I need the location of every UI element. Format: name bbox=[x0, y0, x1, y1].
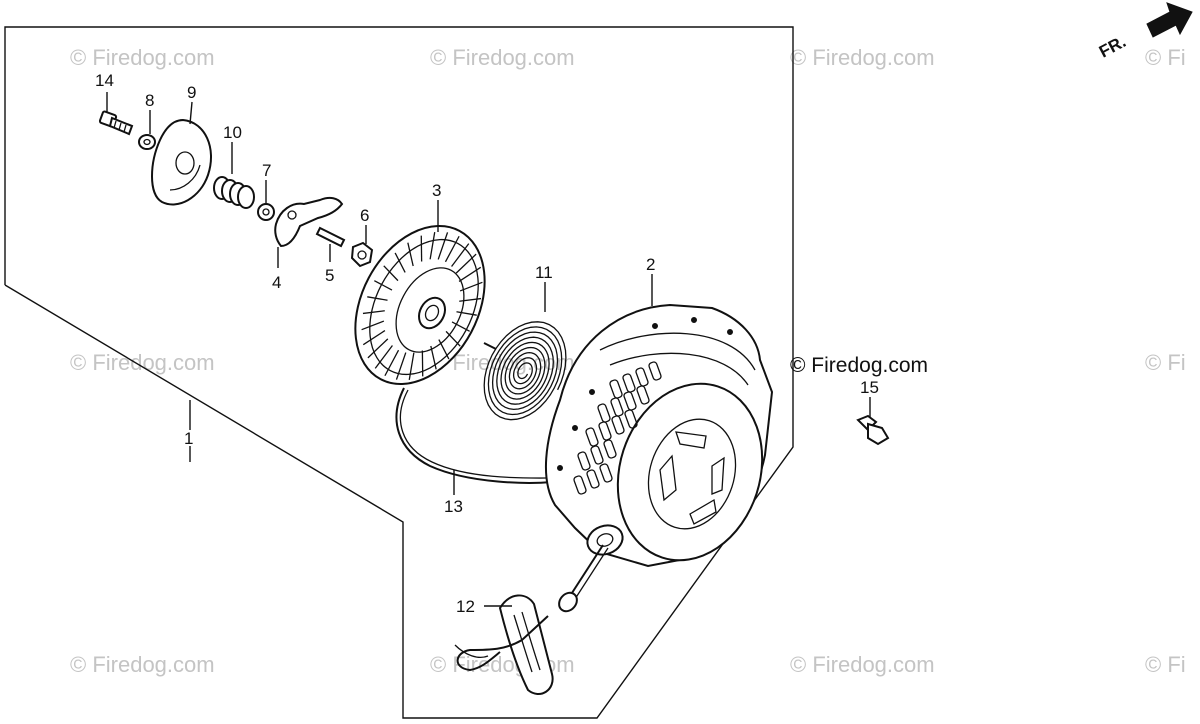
reel-fin bbox=[458, 266, 482, 282]
callout-2: 2 bbox=[646, 255, 655, 274]
callout-15: 15 bbox=[860, 378, 879, 397]
housing-slot bbox=[610, 397, 624, 417]
reel-part bbox=[354, 224, 486, 386]
reel-fin bbox=[429, 232, 436, 260]
reel-fin bbox=[362, 310, 385, 315]
housing-slot bbox=[586, 469, 600, 489]
reel-fin bbox=[459, 281, 483, 292]
watermark: © Firedog.com bbox=[70, 45, 215, 70]
reel-fin bbox=[367, 338, 389, 359]
callout-6: 6 bbox=[360, 206, 369, 225]
reel-fin bbox=[408, 352, 415, 380]
front-label: FR. bbox=[1096, 32, 1129, 62]
watermark: © Firedog.com bbox=[430, 652, 575, 677]
reel-fin bbox=[459, 297, 482, 302]
watermark: © Firedog.com bbox=[70, 652, 215, 677]
reel-fin bbox=[456, 311, 477, 316]
housing-slot bbox=[603, 439, 617, 459]
spring-part bbox=[213, 176, 255, 209]
reel-fin bbox=[451, 321, 470, 332]
reel-fin bbox=[438, 339, 450, 360]
reel-fin bbox=[361, 320, 385, 331]
housing-slot bbox=[597, 403, 611, 423]
guide-plate-part bbox=[151, 118, 213, 206]
bolt-part bbox=[856, 414, 890, 446]
ratchet-pawl-part bbox=[274, 196, 344, 248]
assembly-outline bbox=[4, 26, 794, 719]
copyright-label: © Firedog.com bbox=[790, 354, 928, 377]
watermark: © Firedog.com bbox=[790, 652, 935, 677]
callout-8: 8 bbox=[145, 91, 154, 110]
housing-slot bbox=[635, 367, 649, 387]
callout-7: 7 bbox=[262, 161, 271, 180]
reel-fin bbox=[394, 252, 406, 273]
nut-part bbox=[350, 241, 374, 268]
reel-fin bbox=[451, 243, 470, 267]
callouts: 1 2 3 4 5 6 7 8 9 10 11 12 13 14 15 bbox=[95, 71, 879, 616]
reel-fin bbox=[444, 235, 460, 263]
reel-fin bbox=[384, 349, 400, 377]
reel-fin bbox=[455, 253, 477, 274]
reel-fin bbox=[367, 296, 388, 301]
pin-part bbox=[315, 226, 346, 248]
leader-lines bbox=[106, 92, 871, 607]
callout-10: 10 bbox=[223, 123, 242, 142]
callout-12: 12 bbox=[456, 597, 475, 616]
washer-part bbox=[138, 134, 156, 150]
housing-slot bbox=[623, 391, 637, 411]
reel-fin bbox=[362, 330, 386, 346]
reel-fin bbox=[430, 345, 437, 370]
rope-part bbox=[399, 389, 553, 479]
recoil-spring-part bbox=[483, 321, 567, 421]
callout-1: 1 bbox=[184, 429, 193, 448]
rope-part bbox=[574, 547, 609, 600]
rope-grommet bbox=[558, 591, 578, 613]
washer-part bbox=[257, 203, 275, 221]
reel-fin bbox=[437, 232, 449, 260]
housing-slot bbox=[577, 451, 591, 471]
housing-slot bbox=[573, 475, 587, 495]
callout-4: 4 bbox=[272, 273, 281, 292]
callout-9: 9 bbox=[187, 83, 196, 102]
spring-coil bbox=[483, 321, 567, 421]
reel-fin bbox=[445, 330, 461, 347]
rope-part bbox=[569, 544, 604, 597]
housing-slot bbox=[624, 409, 638, 429]
callout-14: 14 bbox=[95, 71, 114, 90]
housing-slot bbox=[622, 373, 636, 393]
housing-slots bbox=[573, 361, 662, 495]
watermark: © Fi bbox=[1145, 350, 1186, 375]
reel-fin bbox=[374, 345, 393, 369]
callout-13: 13 bbox=[444, 497, 463, 516]
watermark: © Firedog.com bbox=[70, 350, 215, 375]
reel-fins bbox=[361, 232, 483, 380]
watermark: © Fi bbox=[1145, 652, 1186, 677]
reel-fin bbox=[383, 265, 399, 282]
bolt-part bbox=[98, 110, 134, 136]
reel-fin bbox=[395, 352, 407, 380]
reel-fin bbox=[407, 242, 414, 267]
watermark: © Firedog.com bbox=[790, 45, 935, 70]
watermark: © Firedog.com bbox=[430, 45, 575, 70]
housing-slot bbox=[609, 379, 623, 399]
rope-part bbox=[395, 387, 553, 484]
callout-5: 5 bbox=[325, 266, 334, 285]
housing-slot bbox=[599, 463, 613, 483]
housing-slot bbox=[636, 385, 650, 405]
callout-11: 11 bbox=[535, 263, 553, 282]
reel-fin bbox=[374, 280, 393, 291]
front-arrow-icon bbox=[1146, 2, 1193, 38]
watermark-layer: © Firedog.com © Firedog.com © Firedog.co… bbox=[70, 45, 1186, 677]
handle-part bbox=[454, 594, 554, 695]
housing-slot bbox=[590, 445, 604, 465]
spiral-spring bbox=[483, 321, 567, 421]
housing-part bbox=[545, 303, 774, 568]
watermark: © Fi bbox=[1145, 45, 1186, 70]
housing-slot bbox=[648, 361, 662, 381]
callout-3: 3 bbox=[432, 181, 441, 200]
housing-slot bbox=[611, 415, 625, 435]
